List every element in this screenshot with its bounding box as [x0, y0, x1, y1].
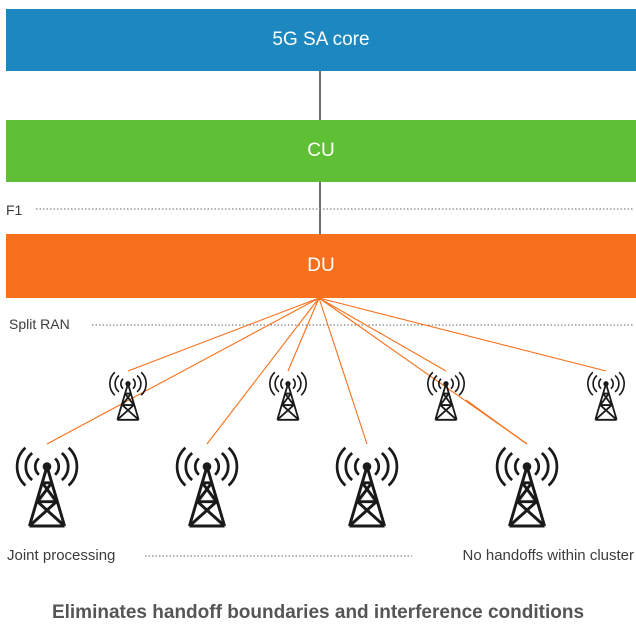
link-small-3: [318, 297, 447, 372]
core-band: 5G SA core: [6, 9, 636, 71]
cell-tower-icon: [15, 446, 79, 528]
cu-label: CU: [307, 140, 335, 161]
cell-tower-icon: [586, 371, 626, 421]
link-small-4: [318, 297, 607, 372]
split-ran-label: Split RAN: [9, 316, 70, 332]
caption: Eliminates handoff boundaries and interf…: [51, 602, 585, 623]
cell-tower-icon: [268, 371, 308, 421]
joint-processing-label: Joint processing: [7, 547, 116, 564]
cell-tower-icon: [108, 371, 148, 421]
link-small-2: [287, 297, 320, 372]
cell-tower-icon: [335, 446, 399, 528]
no-handoffs-label: No handoffs within cluster: [462, 547, 634, 564]
link-small-1: [127, 297, 320, 372]
du-links: [46, 297, 607, 445]
link-large-3: [318, 297, 368, 445]
cell-tower-icon: [175, 446, 239, 528]
link-small3-large4: [465, 399, 528, 445]
f1-label: F1: [6, 202, 23, 218]
link-large-1: [46, 297, 320, 445]
du-band: DU: [6, 234, 636, 298]
core-label: 5G SA core: [272, 29, 370, 50]
cell-tower-icon: [495, 446, 559, 528]
du-label: DU: [307, 255, 335, 276]
cu-band: CU: [6, 120, 636, 182]
link-large-2: [206, 297, 320, 445]
